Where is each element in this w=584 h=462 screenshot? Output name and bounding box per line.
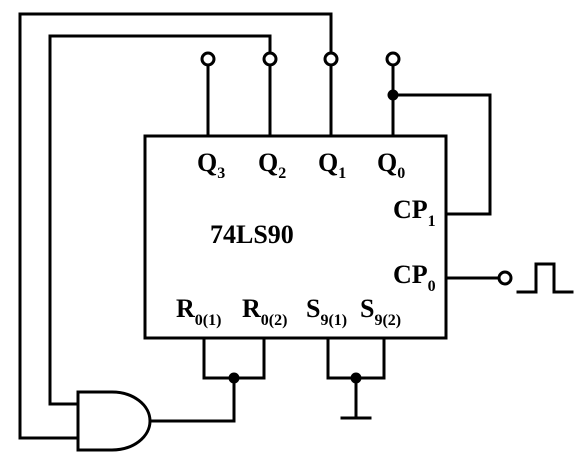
pin-label-r02: R0(2): [242, 294, 287, 329]
chip-label: 74LS90: [210, 220, 294, 249]
pin-label-cp0: CP0: [393, 260, 436, 295]
terminal-q1[interactable]: [323, 51, 339, 67]
pin-label-q3: Q3: [197, 148, 225, 182]
clock-pulse-symbol: [516, 262, 574, 294]
pin-label-r01: R0(1): [176, 294, 221, 329]
pin-label-s91: S9(1): [306, 294, 347, 329]
pin-label-q0: Q0: [377, 148, 405, 182]
terminal-q3[interactable]: [200, 51, 216, 67]
terminal-q0[interactable]: [385, 51, 401, 67]
chip-74ls90: [143, 134, 448, 340]
terminal-q2[interactable]: [262, 51, 278, 67]
wire-q0-to-cp1: [391, 93, 492, 216]
wire-reset-pins: [202, 336, 266, 380]
junction-q0: [387, 89, 399, 101]
pin-label-cp1: CP1: [393, 195, 436, 230]
junction-set9: [350, 372, 362, 384]
terminal-cp0[interactable]: [497, 270, 513, 286]
pin-label-q2: Q2: [258, 148, 286, 182]
wire-set9-pins: [326, 336, 386, 380]
wire-q2-feedback: [48, 34, 272, 406]
wire-q1-feedback: [18, 12, 333, 440]
junction-reset: [228, 372, 240, 384]
wire-and-output: [148, 376, 236, 423]
pin-label-s92: S9(2): [360, 294, 401, 329]
and-gate: [76, 390, 152, 452]
pin-label-q1: Q1: [318, 148, 346, 182]
